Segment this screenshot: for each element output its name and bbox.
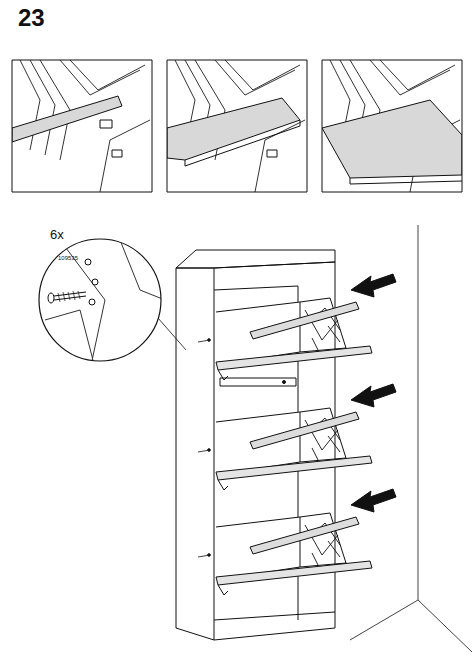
part-number: 109535 xyxy=(58,255,78,261)
step-number: 23 xyxy=(18,6,45,30)
quantity-label: 6x xyxy=(50,228,64,241)
